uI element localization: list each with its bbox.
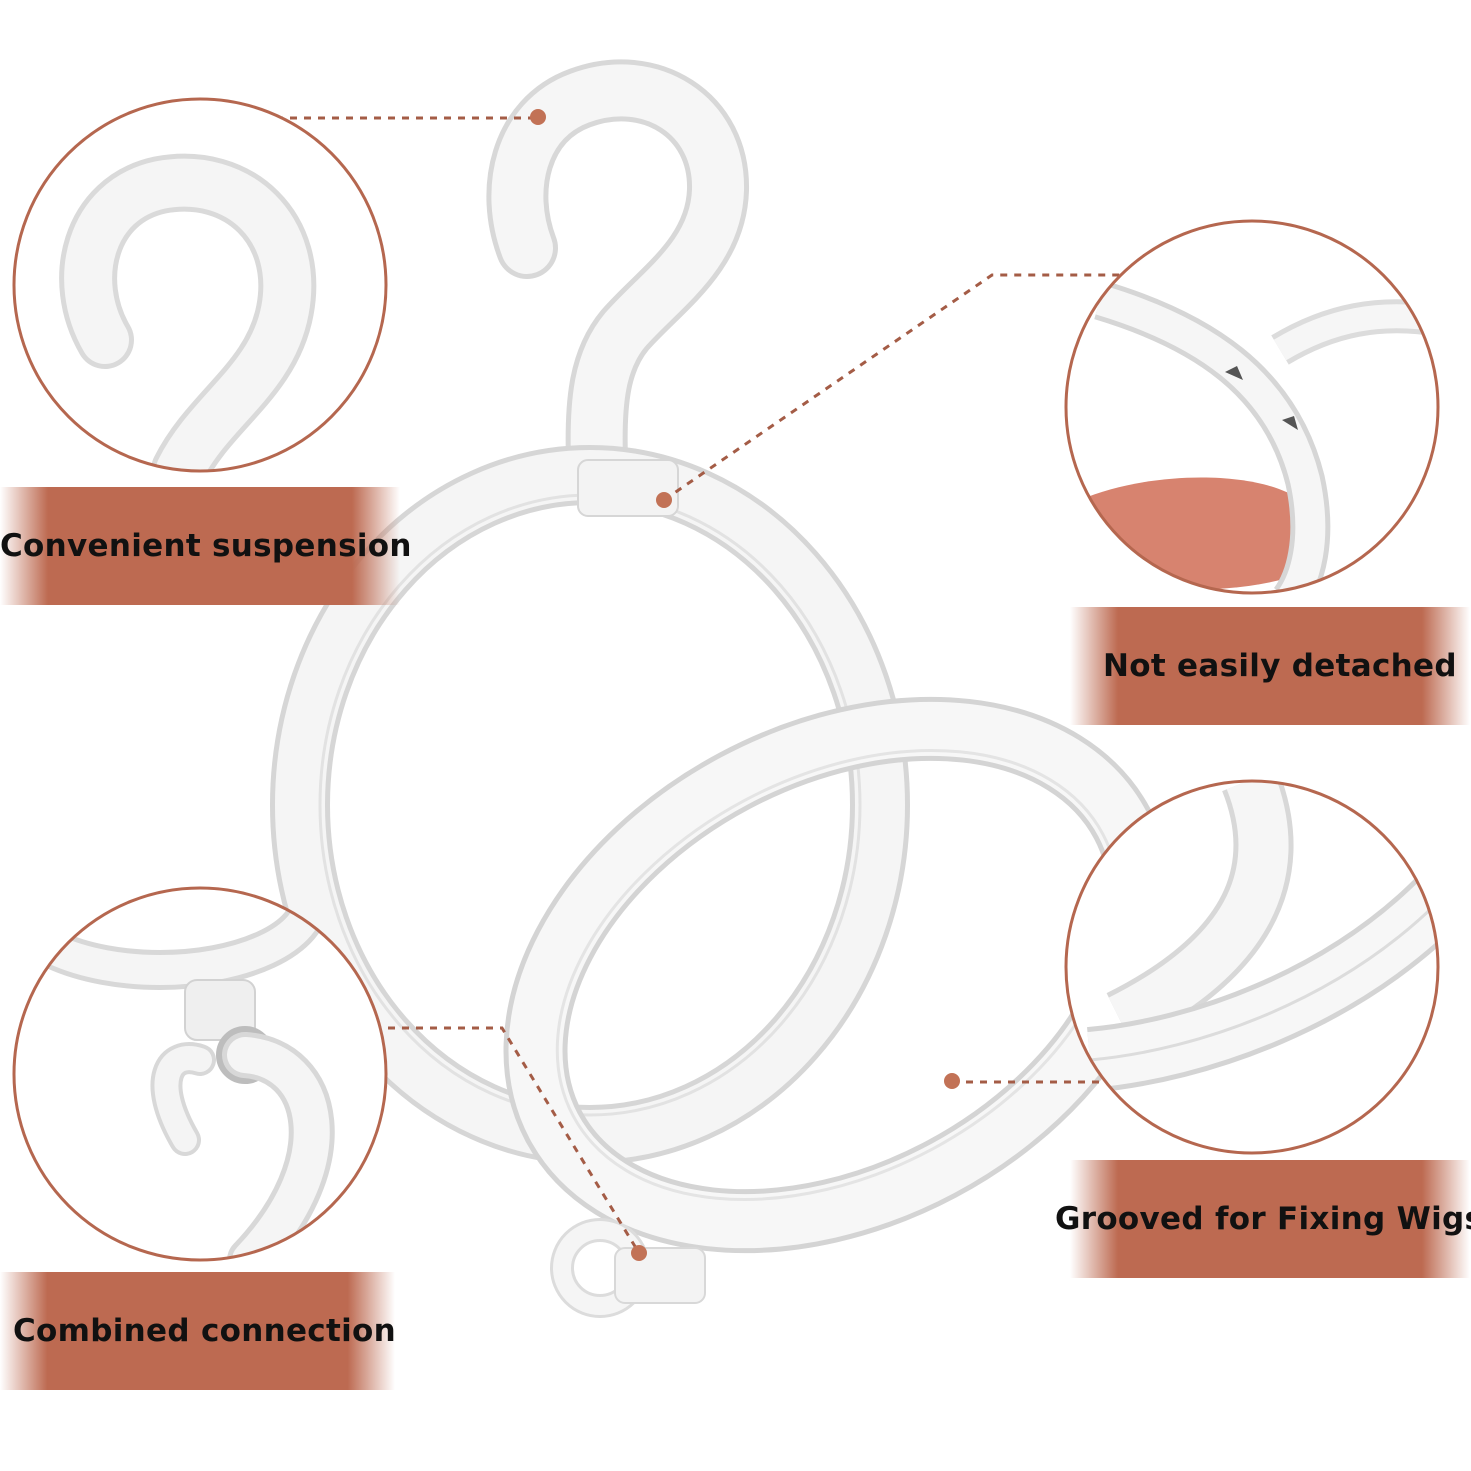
label-band-detached: Not easily detached xyxy=(1070,607,1470,725)
label-combined-connection: Combined connection xyxy=(13,1313,396,1349)
label-not-easily-detached: Not easily detached xyxy=(1103,648,1457,684)
label-band-combined: Combined connection xyxy=(0,1272,396,1390)
callout-dot-grooved xyxy=(944,1073,960,1089)
callout-line-combined xyxy=(388,1026,641,1254)
callout-lines xyxy=(276,116,1132,1254)
wig-hanger-product xyxy=(270,59,1173,1318)
detail-circle-border xyxy=(12,886,388,1262)
label-band-grooved: Grooved for Fixing Wigs xyxy=(1055,1160,1471,1278)
label-grooved-for-fixing-wigs: Grooved for Fixing Wigs xyxy=(1055,1201,1471,1237)
detail-circle-detached xyxy=(1064,219,1440,595)
hook-clip xyxy=(577,459,679,517)
detail-circle-suspension xyxy=(12,97,388,473)
detail-circle-border xyxy=(1064,219,1440,595)
callout-line-detached xyxy=(663,273,1132,502)
label-band-suspension: Convenient suspension xyxy=(0,487,411,605)
detail-circle-grooved xyxy=(1064,779,1440,1155)
label-convenient-suspension: Convenient suspension xyxy=(0,528,412,564)
detail-circle-border xyxy=(1064,779,1440,1155)
callout-dot-suspension xyxy=(530,109,546,125)
callout-dot-combined xyxy=(631,1245,647,1261)
callout-dot-detached xyxy=(656,492,672,508)
detail-circle-border xyxy=(12,97,388,473)
callout-dots xyxy=(530,109,960,1261)
